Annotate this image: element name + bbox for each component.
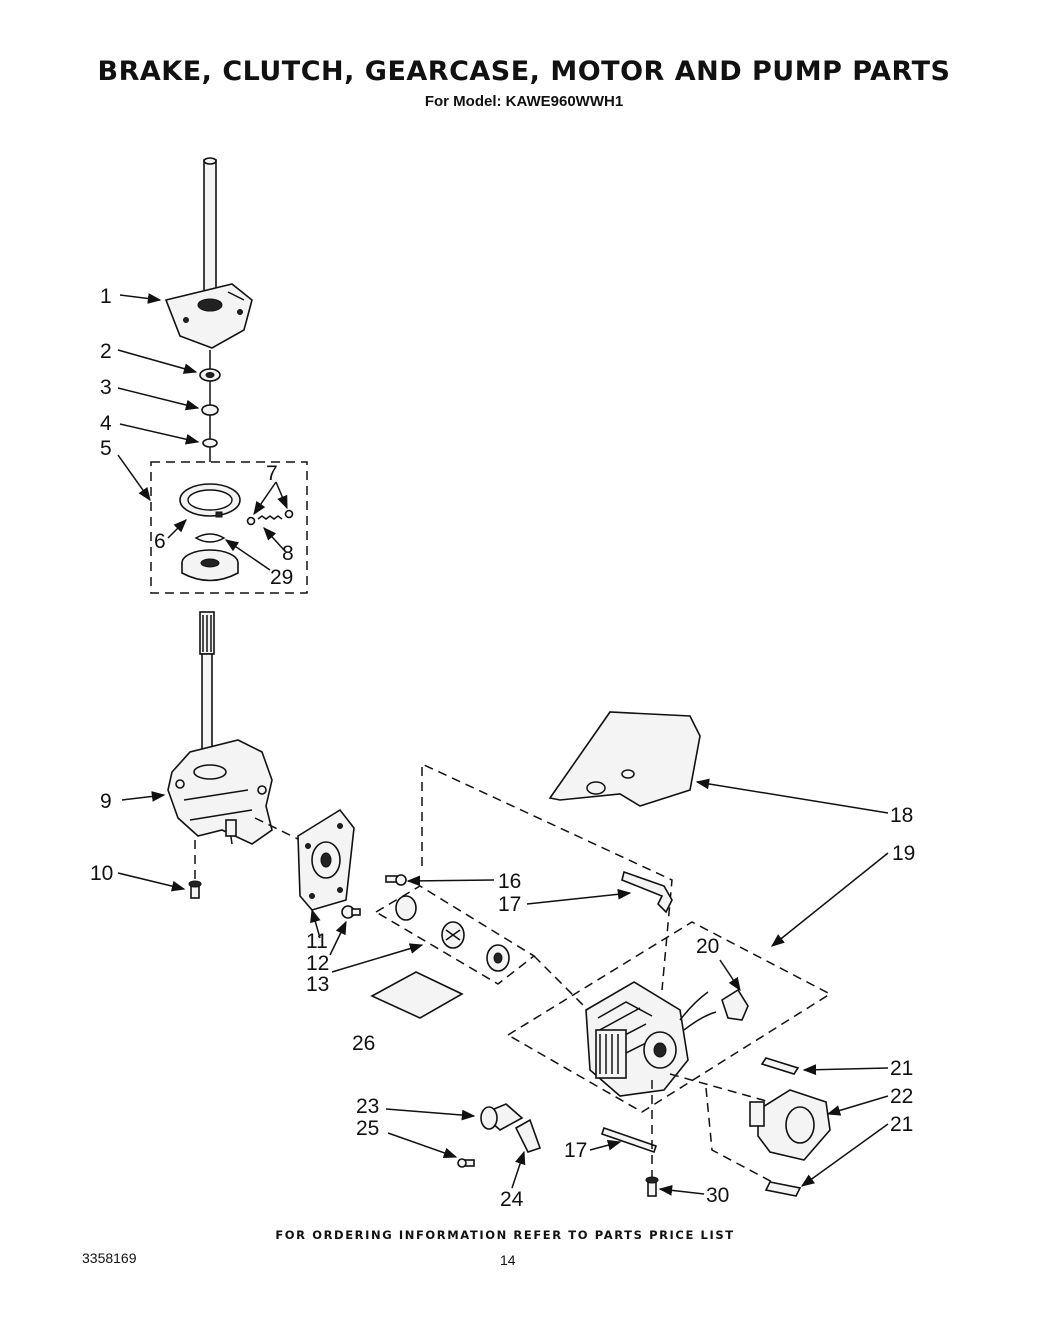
part-25-screw <box>457 1158 475 1168</box>
model-subtitle: For Model: KAWE960WWH1 <box>424 93 624 110</box>
part-clutch-drum <box>181 549 239 582</box>
part-1-brake-plate <box>164 283 253 349</box>
part-21-clip-upper <box>760 1057 800 1075</box>
callout-12: 12 <box>306 952 329 975</box>
callout-16: 16 <box>498 870 521 893</box>
motor-clip-dashline <box>421 762 673 991</box>
callout-11: 11 <box>306 930 328 953</box>
part-17-motor-clip-lower <box>600 1126 658 1154</box>
callout-22: 22 <box>890 1085 913 1108</box>
callout-19: 19 <box>892 842 915 865</box>
callout-2: 2 <box>100 340 112 363</box>
part-29-spacer <box>194 533 226 543</box>
callout-9: 9 <box>100 790 112 813</box>
callout-7: 7 <box>266 462 278 485</box>
callout-26: 26 <box>352 1032 375 1055</box>
callout-3: 3 <box>100 376 112 399</box>
callout-20: 20 <box>696 935 719 958</box>
part-13-pump-impeller <box>395 895 510 972</box>
callout-21-upper: 21 <box>890 1057 913 1080</box>
part-3-retaining-ring <box>201 404 219 416</box>
part-20-motor-switch <box>721 988 749 1021</box>
upper-shaft <box>203 157 217 311</box>
callout-13: 13 <box>306 973 329 996</box>
document-number: 3358169 <box>82 1250 137 1266</box>
callout-5: 5 <box>100 437 112 460</box>
part-26-gasket <box>370 971 464 1019</box>
callout-23: 23 <box>356 1095 379 1118</box>
callout-6: 6 <box>154 530 166 553</box>
callout-10: 10 <box>90 862 113 885</box>
ordering-info-note: FOR ORDERING INFORMATION REFER TO PARTS … <box>275 1228 735 1242</box>
callout-18: 18 <box>890 804 913 827</box>
part-18-motor-shield <box>548 711 701 807</box>
part-19-motor-assembly-box <box>506 921 832 1113</box>
callout-17-lower: 17 <box>564 1139 587 1162</box>
callout-21-lower: 21 <box>890 1113 913 1136</box>
part-30-screw <box>645 1176 659 1197</box>
callout-8: 8 <box>282 542 294 565</box>
lower-clip-dashline <box>705 1087 777 1185</box>
part-9-gearcase <box>167 739 273 845</box>
part-7-spring-kit <box>246 509 294 526</box>
part-17-motor-clip-upper <box>621 870 673 914</box>
part-6-clutch-band <box>179 483 241 518</box>
part-23-capacitor <box>480 1103 524 1131</box>
callout-25: 25 <box>356 1117 379 1140</box>
motor <box>585 981 717 1097</box>
page-number: 14 <box>500 1252 516 1268</box>
part-10-bolt <box>188 880 202 899</box>
part-24-capacitor-strap <box>514 1118 542 1153</box>
callout-4: 4 <box>100 412 112 435</box>
callout-29: 29 <box>270 566 293 589</box>
pump-to-motor-dashline <box>533 955 589 1011</box>
part-21-clip-lower <box>764 1181 802 1197</box>
part-11-pump-plate <box>297 808 355 911</box>
callout-leaders <box>117 293 889 1196</box>
motor-to-pump-dashline <box>669 1073 771 1103</box>
callout-17-upper: 17 <box>498 893 521 916</box>
callout-30: 30 <box>706 1184 729 1207</box>
part-16-screw <box>385 874 407 886</box>
drive-shaft <box>199 611 215 773</box>
part-4-ring <box>202 438 218 448</box>
part-12-screw <box>341 905 361 919</box>
gearcase-to-pump-dashline <box>254 817 301 841</box>
part-22-pump-housing <box>749 1089 831 1161</box>
page-title: BRAKE, CLUTCH, GEARCASE, MOTOR AND PUMP … <box>97 56 951 87</box>
part-5-clutch-kit-box <box>150 461 308 594</box>
callout-24: 24 <box>500 1188 524 1211</box>
callout-1: 1 <box>100 285 112 308</box>
part-2-washer <box>199 368 221 382</box>
